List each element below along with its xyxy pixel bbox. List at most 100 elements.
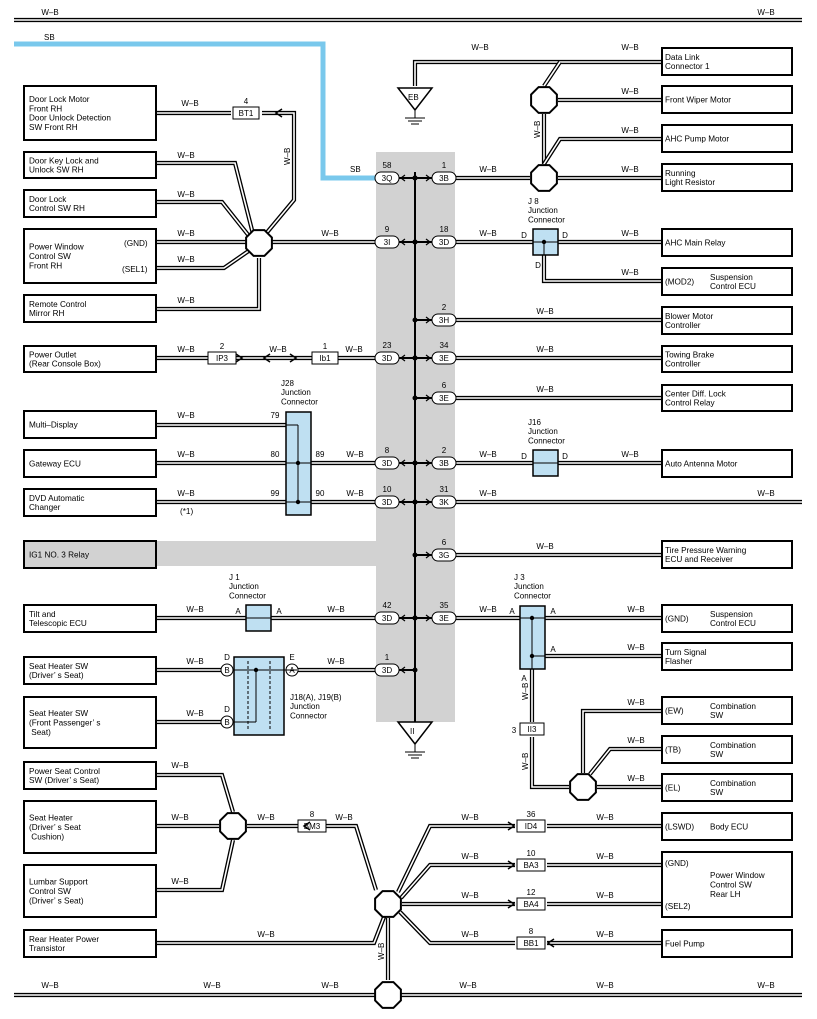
wl-3k-r: W–B <box>757 489 774 498</box>
splice-hub-seat <box>219 812 247 840</box>
j18-pin-b-2-letter: B <box>224 718 229 727</box>
wires-layer <box>14 17 802 998</box>
wl-id4-l: W–B <box>461 813 478 822</box>
wl-ip3-ib1: W–B <box>269 345 286 354</box>
ground-ii: II <box>396 721 434 759</box>
wl-pw-sel1: W–B <box>177 255 194 264</box>
connector-ip3-code: IP3 <box>216 354 229 363</box>
wl-dvd: W–B <box>177 489 194 498</box>
wl-j18: W–B <box>327 657 344 666</box>
wl-bt1-vert: W–B <box>283 148 292 165</box>
j18-pin-b-2: B <box>220 715 234 729</box>
w-ii3-comb-core <box>531 737 569 788</box>
connector-bb1-pin: 8 <box>529 927 534 936</box>
arrow-id4 <box>507 821 516 831</box>
wl-door-key: W–B <box>177 151 194 160</box>
box-front-wiper <box>661 85 793 114</box>
box-comb-ew <box>661 696 793 725</box>
j16-pin-d-r: D <box>562 452 568 461</box>
pin-comb-ew: (EW) <box>665 707 684 716</box>
bottom-rail-label-3: W–B <box>321 981 338 990</box>
j28-pin-99: 99 <box>271 489 280 498</box>
connector-ii3-body <box>519 722 545 736</box>
label-seat-heater-pass: Seat Heater SW(Front Passenger’ s Seat) <box>29 709 100 737</box>
jb-right-3d-18-pin: 18 <box>440 225 449 234</box>
j18-pin-e: E <box>289 653 294 662</box>
wl-3e35: W–B <box>479 605 496 614</box>
label-ahc-relay: AHC Main Relay <box>665 239 726 248</box>
j28-dot2 <box>295 499 301 505</box>
jb-right-3k-31-dot <box>412 499 418 505</box>
jb-right-3e-35-dot <box>412 615 418 621</box>
j8-pin-d-l: D <box>521 231 527 240</box>
label-ig1-relay: IG1 NO. 3 Relay <box>29 551 90 560</box>
connector-ba3-body <box>516 858 546 872</box>
jb-right-3e-35-pin: 35 <box>440 601 449 610</box>
connector-ba4-pin: 12 <box>527 888 536 897</box>
splice-hub-center <box>374 890 402 918</box>
wl-ew: W–B <box>627 698 644 707</box>
wl-3d: W–B <box>479 229 496 238</box>
wl-towing: W–B <box>536 345 553 354</box>
jb-left-3d-23-code: 3D <box>382 354 392 363</box>
label-front-wiper: Front Wiper Motor <box>665 96 731 105</box>
ground-ii-label: II <box>410 727 414 736</box>
wl-blower: W–B <box>536 307 553 316</box>
w-hub2-ahc-pump-core <box>543 138 662 165</box>
component-seat-heater-drv: Seat Heater SW(Driver’ s Seat) <box>23 656 157 685</box>
w-comb-tb-core <box>589 748 662 775</box>
box-antenna <box>661 449 793 478</box>
connector-bt1-code: BT1 <box>239 109 254 118</box>
wl-ii3-vert: W–B <box>521 753 530 770</box>
wl-cushion: W–B <box>171 813 188 822</box>
jb-left-3d-1-pin: 1 <box>385 653 390 662</box>
label-fuel-pump: Fuel Pump <box>665 940 705 949</box>
connector-ba4-body <box>516 897 546 911</box>
jb-right-3b-1: 3B1 <box>412 161 457 185</box>
component-antenna: Auto Antenna Motor <box>661 449 793 478</box>
w-j8-susp <box>541 255 662 284</box>
box-seat-heater-drv <box>23 656 157 685</box>
jb-right-3h-2: 3H2 <box>412 303 457 327</box>
jb-left-3d-8-pin: 8 <box>385 446 390 455</box>
arrow-bt1 <box>274 108 283 118</box>
jb-right-3k-31-pin: 31 <box>440 485 449 494</box>
connector-ib1-code: Ib1 <box>319 354 331 363</box>
j8-label-id: J 8 <box>528 197 539 206</box>
wire-labels-layer: W–B W–B W–B W–B W–B W–B W–B W–B W–B W–B W–B W–B W–B W… <box>41 8 774 990</box>
component-front-wiper: Front Wiper Motor <box>661 85 793 114</box>
wl-hub-vert: W–B <box>533 121 542 138</box>
connector-ip3-pin: 2 <box>220 342 225 351</box>
j18-pin-d-2: D <box>224 705 230 714</box>
label-seat-heater-cushion: Seat Heater(Driver’ s Seat Cushion) <box>29 814 82 842</box>
wl-susp1: W–B <box>621 268 638 277</box>
arrow-bm3 <box>302 821 311 831</box>
wl-3b: W–B <box>479 165 496 174</box>
box-comb-tb <box>661 735 793 764</box>
w-eb-dlc-core <box>414 61 662 86</box>
wl-ba3-l: W–B <box>461 852 478 861</box>
w-lumbar-core <box>156 839 234 891</box>
wl-multi: W–B <box>177 411 194 420</box>
wl-tpw: W–B <box>536 542 553 551</box>
component-power-outlet: Power Outlet(Rear Console Box) <box>23 345 157 373</box>
